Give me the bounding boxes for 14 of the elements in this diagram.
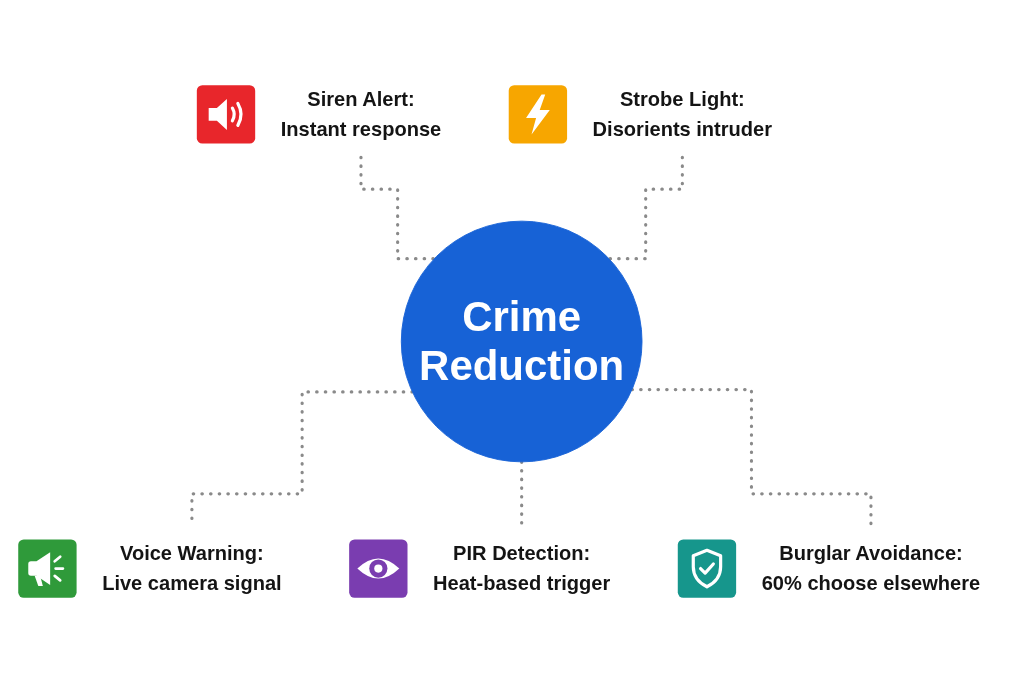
dotted-connector (630, 388, 873, 528)
node-heading: Burglar Avoidance: (778, 541, 964, 567)
node-description: Instant response (280, 117, 442, 143)
node-heading: Voice Warning: (119, 541, 265, 567)
node-description: Live camera signal (102, 571, 282, 597)
dotted-connector (607, 155, 684, 261)
dotted-connector (359, 155, 436, 261)
node-heading: Strobe Light: (618, 87, 746, 113)
hub-label: Crime Reduction (418, 293, 626, 390)
node-heading: PIR Detection: (452, 541, 592, 567)
node-heading: Siren Alert: (306, 87, 416, 113)
node-description: Heat-based trigger (433, 571, 611, 597)
node-description: Disorients intruder (592, 117, 773, 143)
node-description: 60% choose elsewhere (761, 571, 981, 597)
